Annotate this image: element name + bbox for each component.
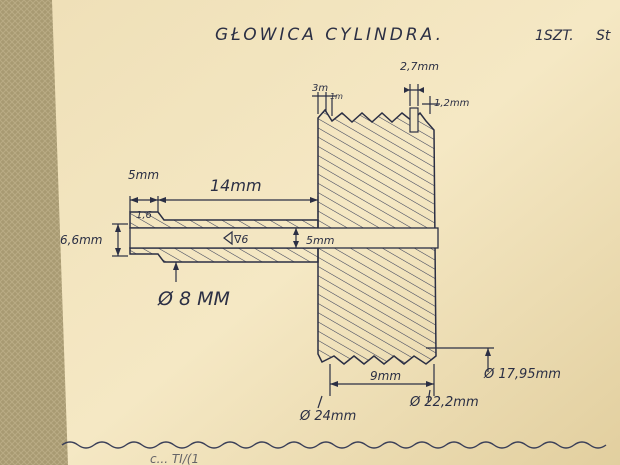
groove-notch: [409, 107, 419, 133]
dim-groove-right: 1,2mm: [434, 98, 470, 109]
dim-body-length: 9mm: [370, 369, 401, 383]
dimension-arrows: [115, 87, 491, 387]
dim-bore: 5mm: [306, 234, 334, 247]
dim-end-diameter: 6,6mm: [60, 233, 102, 247]
dim-groove-left: 3m: [312, 83, 328, 94]
wavy-separator: [61, 441, 607, 449]
bottom-scribble: c... TI/(1: [150, 452, 199, 465]
dim-shaft-diameter: Ø 8 MM: [157, 288, 230, 310]
dim-chamfer: 1,6: [136, 210, 152, 221]
surface-mark-symbol: [223, 230, 233, 246]
dim-outer-diameter: Ø 17,95mm: [483, 367, 561, 382]
drawing-title: GŁOWICA CYLINDRA.: [215, 25, 444, 45]
dim-groove-width: 2,7mm: [400, 60, 439, 73]
dim-body-diameter: Ø 24mm: [299, 409, 356, 424]
quantity-label: 1SZT.: [535, 28, 574, 44]
dim-surface-mark: ∇6: [233, 233, 248, 246]
dimension-lines: [112, 84, 494, 409]
dim-shaft-step: 5mm: [128, 168, 159, 182]
quantity-suffix: St: [596, 28, 611, 44]
dim-groove-mid: 1m: [330, 92, 343, 101]
dim-inner-diameter: Ø 22,2mm: [409, 395, 479, 410]
bore: [129, 227, 439, 249]
dim-shaft-length: 14mm: [210, 176, 262, 195]
